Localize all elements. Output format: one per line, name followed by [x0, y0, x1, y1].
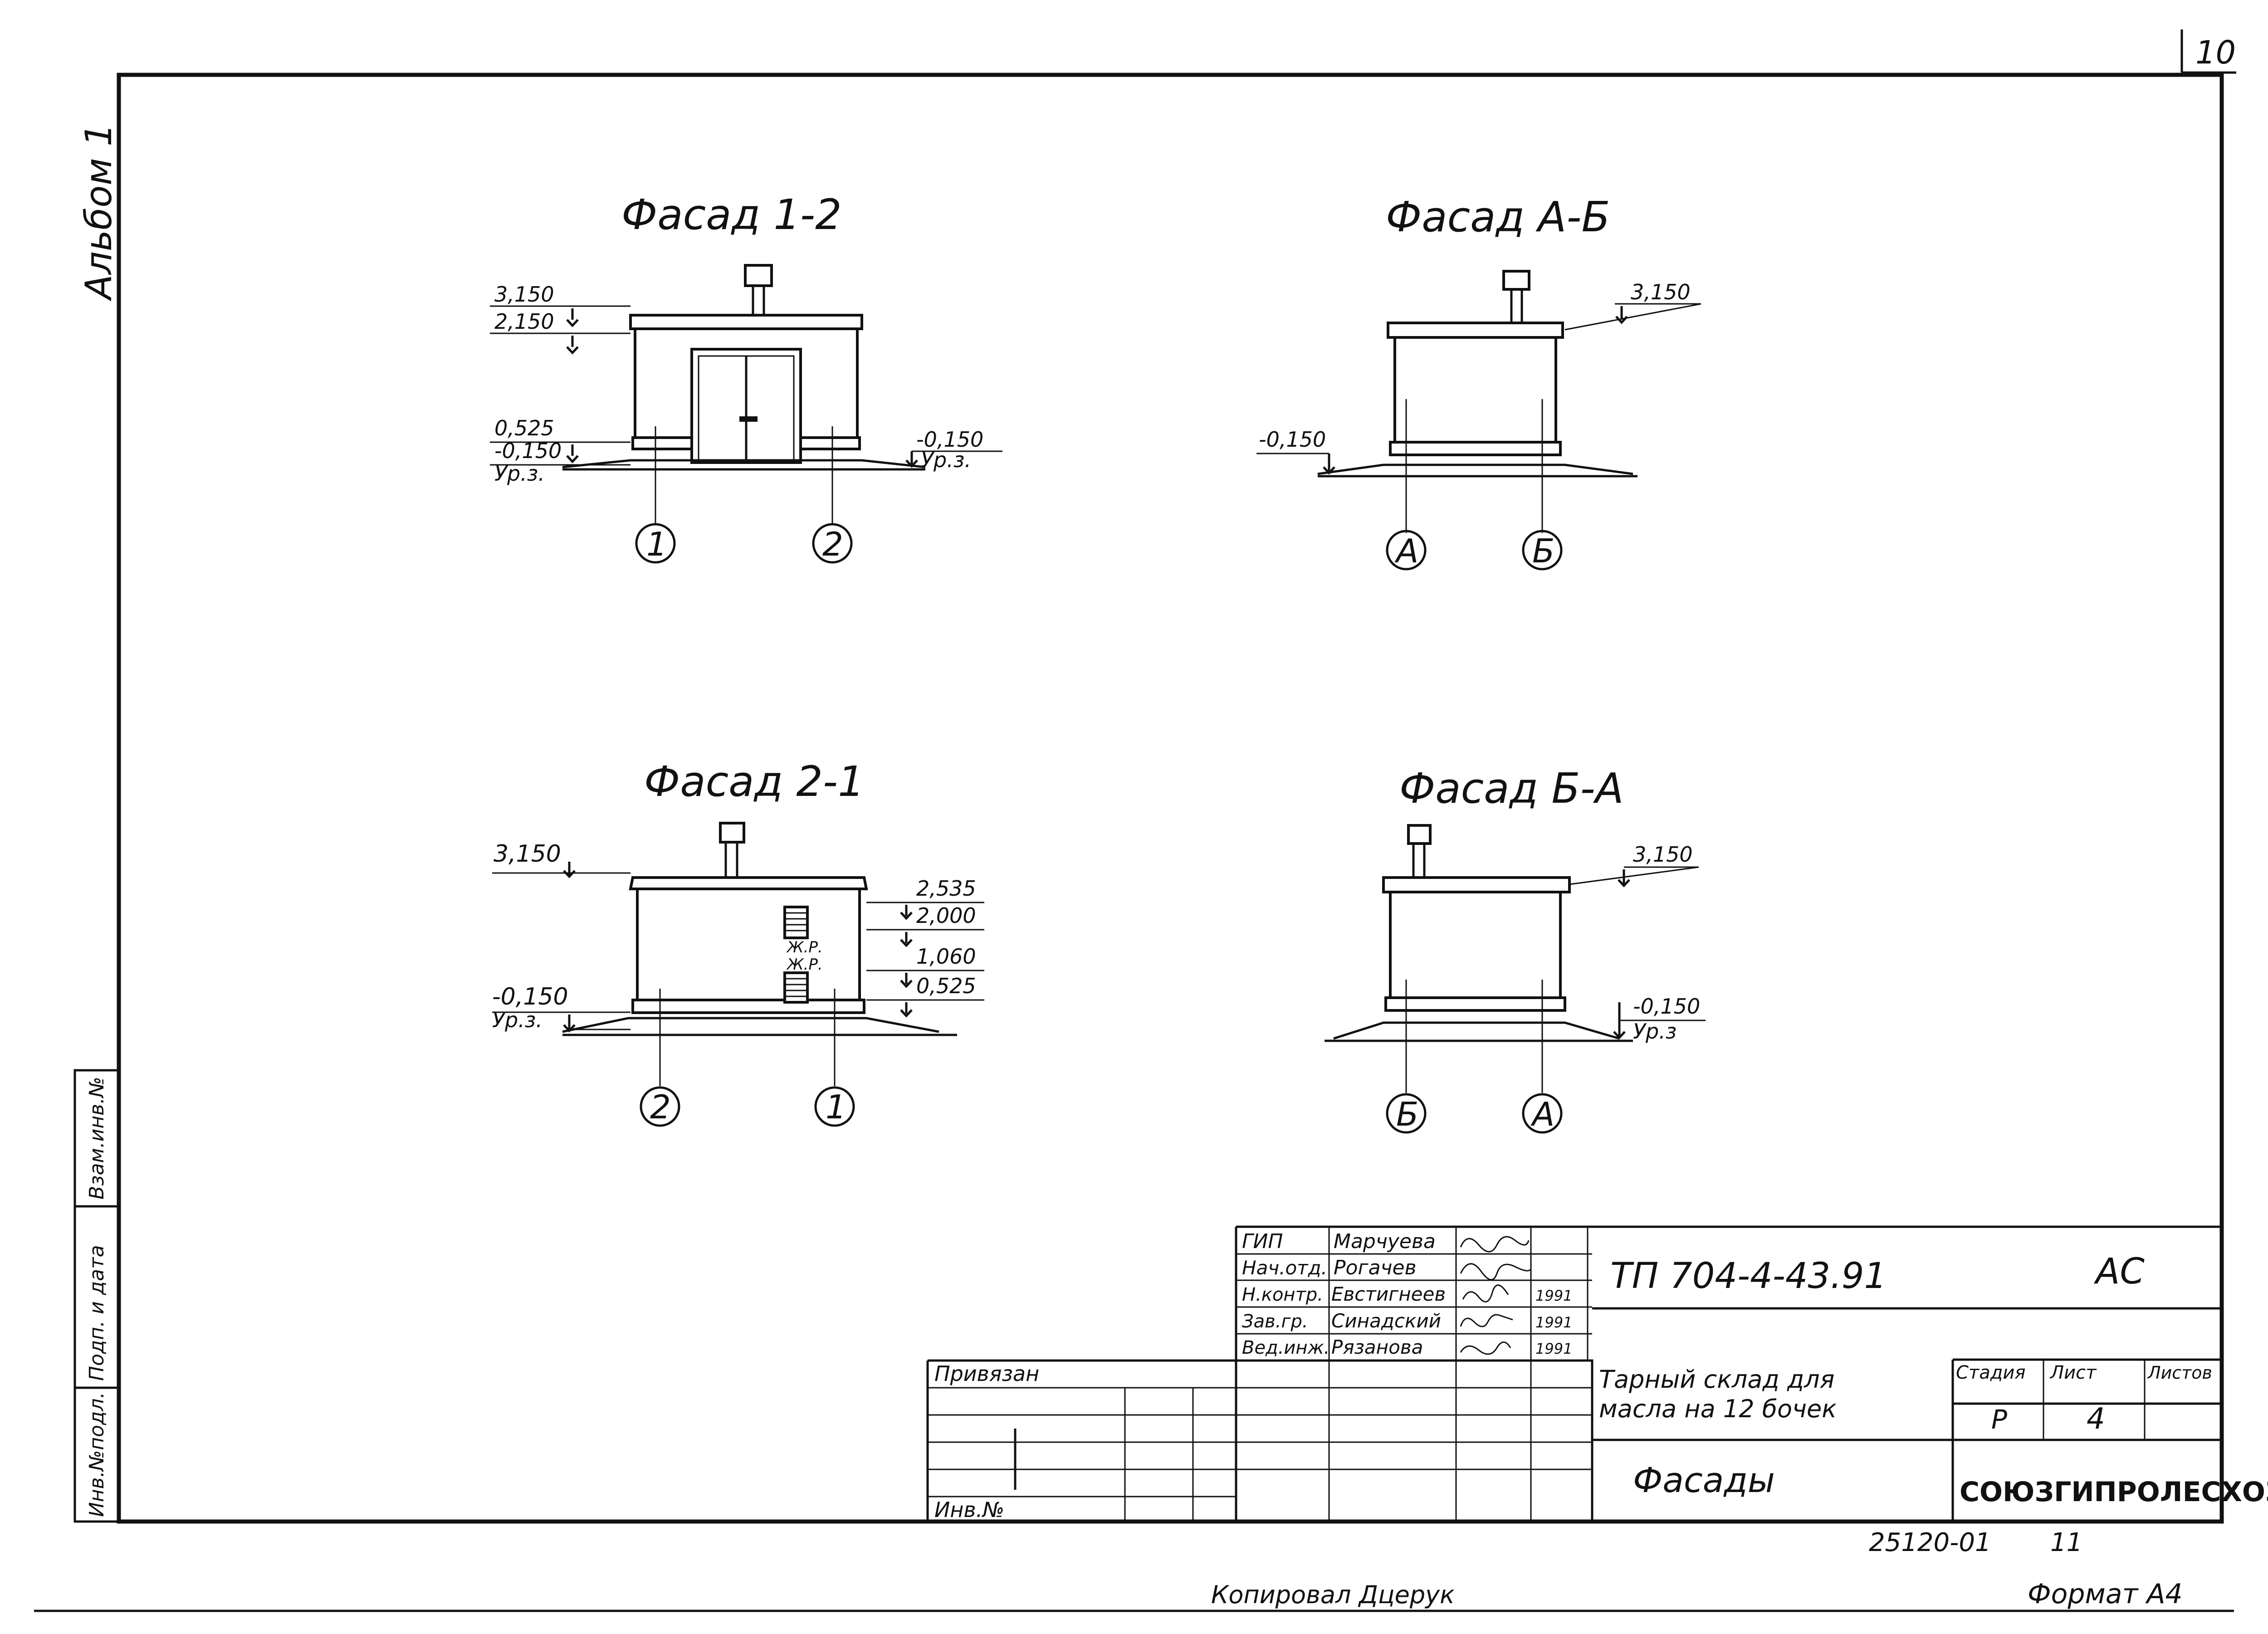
copied-by: Копировал Дцерук	[1211, 1580, 1455, 1609]
signature	[1462, 1284, 1509, 1302]
axis-marker: А	[1394, 532, 1418, 570]
level-mark: 3,150	[494, 282, 554, 307]
sheet-value: 4	[2087, 1402, 2105, 1436]
axis-marker: Б	[1396, 1095, 1418, 1133]
facade-a-b: Фасад А-Б А Б -0,150 3,150	[1256, 193, 1701, 571]
inv-number-label: Инв.№	[934, 1497, 1004, 1522]
signature	[1460, 1314, 1513, 1327]
role-year: 1991	[1535, 1287, 1572, 1304]
level-mark: -0,150	[494, 439, 562, 463]
level-mark: 0,525	[916, 974, 976, 998]
level-mark: 0,525	[494, 416, 554, 440]
title-block: ГИП Марчуева Нач.отд. Рогачев Н.контр. Е…	[926, 1225, 2268, 1523]
level-mark: 1,060	[916, 944, 976, 969]
person-name: Марчуева	[1334, 1230, 1436, 1253]
role-label: ГИП	[1242, 1230, 1283, 1253]
signature	[1460, 1341, 1511, 1355]
level-mark: Ур.з	[1633, 1019, 1677, 1044]
sheet-title: Фасады	[1633, 1460, 1775, 1500]
person-name: Рязанова	[1331, 1336, 1423, 1358]
person-name: Синадский	[1331, 1310, 1441, 1332]
axis-marker: Б	[1532, 532, 1554, 570]
grille-label: Ж.Р.	[786, 938, 823, 956]
stamp-vzam-inv: Взам.инв.№	[85, 1077, 108, 1200]
level-mark: -0,150	[492, 983, 568, 1010]
view-title: Фасад А-Б	[1386, 193, 1610, 241]
view-title: Фасад 1-2	[621, 190, 842, 239]
stage-value: Р	[1991, 1404, 2007, 1435]
sheets-header: Листов	[2147, 1363, 2212, 1383]
axis-marker: 2	[822, 525, 843, 563]
level-mark: 3,150	[1633, 842, 1693, 867]
level-mark: -0,150	[1633, 994, 1700, 1019]
axis-marker: 1	[826, 1088, 846, 1126]
signature	[1460, 1263, 1532, 1281]
level-mark: 2,000	[916, 903, 976, 928]
sheet-header: Лист	[2049, 1362, 2097, 1383]
role-year: 1991	[1535, 1340, 1572, 1357]
stage-header: Стадия	[1956, 1362, 2025, 1383]
level-mark: Ур.з.	[492, 1008, 543, 1032]
stamp-podp-data: Подп. и дата	[85, 1245, 108, 1381]
margin-stamp: Инв.№подл. Подп. и дата Взам.инв.№	[73, 1069, 120, 1523]
level-mark: -0,150	[916, 427, 983, 452]
role-label: Нач.отд.	[1242, 1257, 1327, 1279]
person-name: Рогачев	[1334, 1256, 1417, 1279]
object-title: Тарный склад для масла на 12 бочек	[1599, 1365, 1842, 1423]
role-label: Н.контр.	[1242, 1284, 1323, 1305]
grille-label: Ж.Р.	[786, 956, 823, 974]
level-mark: Ур.з.	[921, 448, 971, 472]
facade-b-a: Фасад Б-А Б А 3,150 -0,150 Ур.з	[1325, 764, 1706, 1134]
archive-number: 25120-01	[1869, 1528, 1991, 1557]
view-title: Фасад 2-1	[644, 757, 865, 806]
organization-name: СОЮЗГИПРОЛЕСХОЗ	[1960, 1476, 2268, 1508]
level-mark: -0,150	[1259, 427, 1326, 452]
view-title: Фасад Б-А	[1399, 764, 1624, 813]
sheet-number: 10	[2195, 34, 2236, 71]
format-label: Формат А4	[2028, 1578, 2183, 1610]
axis-marker: 1	[646, 525, 667, 563]
drawing-frame	[117, 73, 2224, 1524]
level-mark: Ур.з.	[494, 461, 545, 486]
facade-2-1: Фасад 2-1 Ж.Р. Ж.Р. 2 1 3,150 -0,150 Ур.…	[492, 757, 984, 1127]
sheet-number-box	[2180, 29, 2236, 74]
album-label: Альбом 1	[78, 123, 120, 302]
axis-marker: А	[1530, 1095, 1554, 1133]
archive-sheet: 11	[2050, 1528, 2082, 1557]
document-mark: АС	[2093, 1251, 2145, 1292]
role-label: Вед.инж.	[1242, 1337, 1330, 1358]
document-code: ТП 704-4-43.91	[1610, 1256, 1887, 1297]
facade-1-2: Фасад 1-2 1 2 3,150 2,150 0,525 -0,1	[490, 190, 1002, 564]
stamp-inv-podl: Инв.№подл.	[85, 1392, 108, 1517]
signature	[1460, 1236, 1530, 1253]
level-mark: 2,150	[494, 309, 554, 334]
axis-marker: 2	[650, 1088, 671, 1126]
role-year: 1991	[1535, 1314, 1572, 1331]
person-name: Евстигнеев	[1331, 1283, 1446, 1305]
object-title-line: масла на 12 бочек	[1599, 1395, 1837, 1423]
object-title-line: Тарный склад для	[1599, 1365, 1834, 1394]
privyazan-label: Привязан	[934, 1361, 1039, 1386]
role-label: Зав.гр.	[1242, 1311, 1308, 1332]
level-mark: 3,150	[494, 840, 561, 868]
level-mark: 2,535	[916, 876, 976, 901]
level-mark: 3,150	[1631, 280, 1691, 304]
